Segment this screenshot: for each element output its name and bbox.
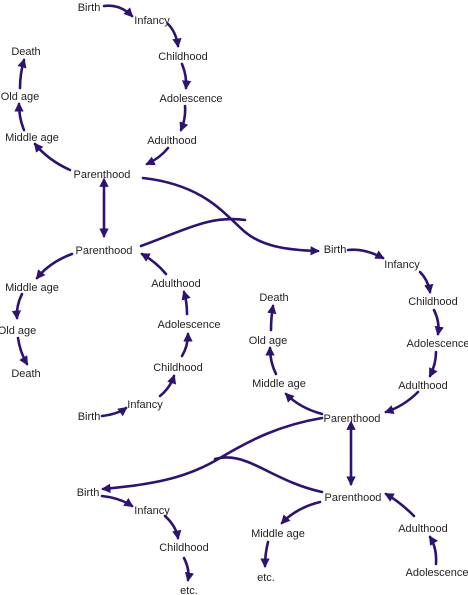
arrow-c3-infancy-childhood — [418, 270, 434, 294]
arrow-c2-adolescence-adulthood — [181, 290, 191, 316]
c4-middle-age-label: Middle age — [251, 528, 305, 540]
arrow-c1-childhood-adolescence — [180, 62, 192, 90]
arrow-c5-childhood-etc — [182, 556, 195, 582]
c3-parenthood-label: Parenthood — [324, 413, 381, 425]
arrow-c1-old-age-death — [17, 58, 27, 90]
c1-adulthood-label: Adulthood — [147, 135, 197, 147]
c3-adolescence-label: Adolescence — [407, 338, 468, 350]
c1-old-age-label: Old age — [1, 91, 40, 103]
c3-birth-label: Birth — [324, 244, 347, 256]
c3-adulthood-label: Adulthood — [398, 380, 448, 392]
arrow-c1-adolescence-adulthood — [179, 104, 189, 132]
c5-birth-label: Birth — [77, 487, 100, 499]
arrow-c2-infancy-childhood — [158, 374, 177, 398]
c5-etc-label: etc. — [180, 585, 198, 595]
c4-parenthood-label: Parenthood — [325, 492, 382, 504]
arrow-c2-parenthood-crossover — [139, 217, 247, 248]
arrow-c3-parenthood-to-c5-birth — [101, 416, 324, 494]
arrow-c1-parenthood-middle-age — [33, 142, 72, 172]
c3-death-label: Death — [259, 292, 288, 304]
arrow-c2-old-age-death — [16, 336, 29, 366]
c3-infancy-label: Infancy — [384, 259, 420, 271]
arrow-c3-parenthood-middle-age — [284, 392, 324, 416]
arrow-c2-childhood-adolescence — [180, 332, 193, 358]
c2-childhood-label: Childhood — [153, 362, 203, 374]
c1-adolescence-label: Adolescence — [160, 93, 223, 105]
arrow-c2-middle-age-old-age — [11, 292, 24, 320]
c5-infancy-label: Infancy — [134, 505, 170, 517]
c3-middle-age-label: Middle age — [252, 378, 306, 390]
c2-infancy-label: Infancy — [127, 399, 163, 411]
arrow-c2-birth-infancy — [100, 406, 128, 418]
c3-old-age-label: Old age — [249, 335, 288, 347]
arrow-c2-parenthood-middle-age — [35, 252, 74, 280]
arrow-c4-parenthood-middle-age — [280, 500, 322, 525]
c1-childhood-label: Childhood — [158, 51, 208, 63]
c4-adulthood-label: Adulthood — [398, 523, 448, 535]
c2-death-label: Death — [11, 368, 40, 380]
arrow-c1-infancy-childhood — [166, 22, 182, 48]
arrows — [11, 4, 444, 582]
c2-adulthood-label: Adulthood — [151, 278, 201, 290]
c1-birth-label: Birth — [78, 2, 101, 14]
arrow-c3-adolescence-adulthood — [428, 350, 438, 378]
arrow-c5-birth-infancy — [100, 494, 134, 508]
c1-middle-age-label: Middle age — [5, 132, 59, 144]
arrow-c4-parenthood-crossover — [213, 456, 324, 494]
c1-infancy-label: Infancy — [134, 15, 170, 27]
c2-birth-label: Birth — [78, 411, 101, 423]
arrow-c1-middle-age-old-age — [14, 102, 26, 132]
arrow-c4-middle-age-etc — [260, 540, 270, 568]
arrow-c3-adulthood-parenthood — [384, 390, 420, 415]
arrow-c1-adulthood-parenthood — [145, 146, 170, 166]
arrow-c5-infancy-childhood — [163, 514, 182, 540]
c4-etc-label: etc. — [257, 572, 275, 584]
c2-middle-age-label: Middle age — [5, 282, 59, 294]
c4-adolescence-label: Adolescence — [406, 567, 468, 579]
arrow-c4-adulthood-parenthood — [384, 492, 416, 518]
arrow-c3-middle-age-old-age — [265, 346, 278, 376]
c2-old-age-label: Old age — [0, 325, 36, 337]
arrow-c1-birth-infancy — [102, 4, 134, 18]
arrow-c3-old-age-death — [267, 304, 277, 332]
c2-parenthood-label: Parenthood — [76, 245, 133, 257]
c1-death-label: Death — [11, 46, 40, 58]
arrow-c1-parenthood-to-c3-birth — [141, 176, 320, 256]
c3-childhood-label: Childhood — [408, 296, 458, 308]
c5-childhood-label: Childhood — [159, 542, 209, 554]
arrow-c3-birth-infancy — [346, 248, 385, 260]
c1-parenthood-label: Parenthood — [74, 169, 131, 181]
arrow-c4-adolescence-adulthood — [428, 535, 438, 566]
arrow-c2-adulthood-parenthood — [140, 252, 168, 276]
arrow-c3-childhood-adolescence — [432, 308, 444, 336]
c2-adolescence-label: Adolescence — [158, 319, 221, 331]
